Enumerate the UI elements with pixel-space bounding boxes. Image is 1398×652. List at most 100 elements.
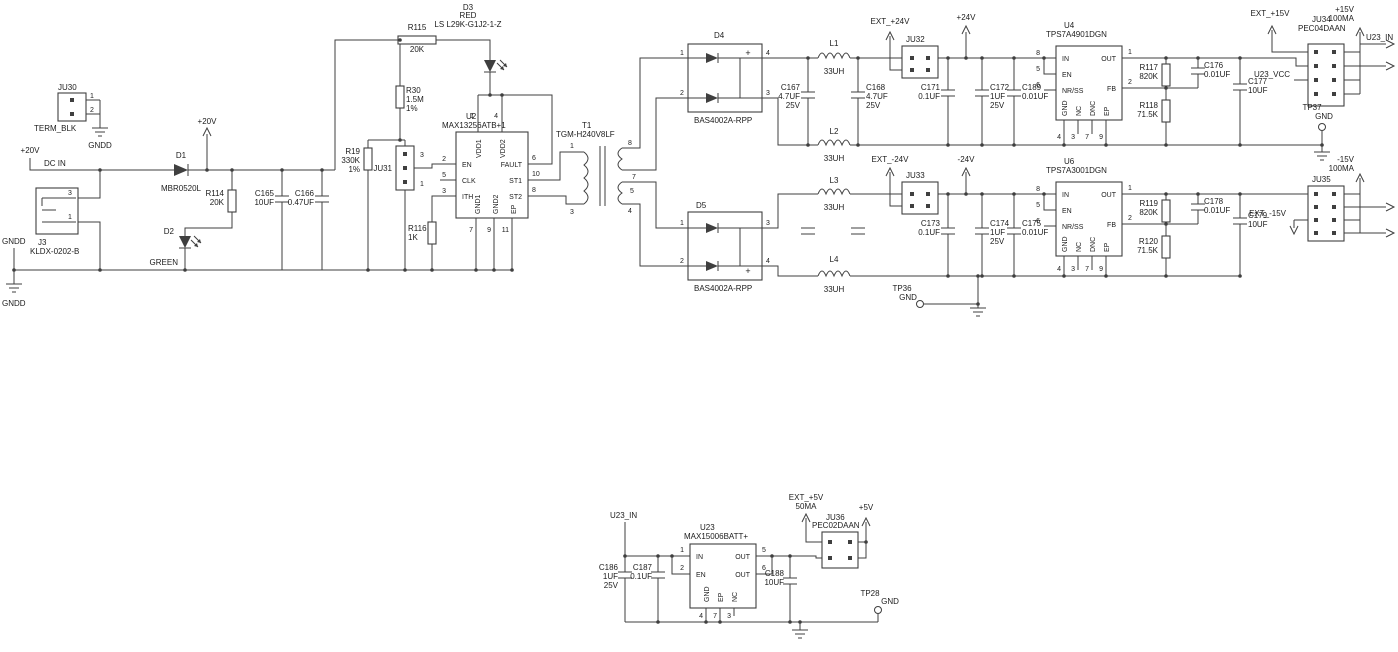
pin-label: NC xyxy=(1076,106,1083,116)
junction-dot xyxy=(510,268,514,272)
ref-c165: C165 xyxy=(255,189,275,198)
ref-c175: C175 xyxy=(1022,219,1042,228)
junction-dot xyxy=(864,540,868,544)
val-c178: 0.01UF xyxy=(1204,206,1230,215)
ground-tp37 xyxy=(1314,151,1330,161)
ref-r115: R115 xyxy=(408,23,427,32)
net-gnd: GND xyxy=(1315,112,1333,121)
pin-number: 7 xyxy=(713,613,717,620)
junction-dot xyxy=(946,192,950,196)
ref-ju36: JU36 xyxy=(826,513,845,522)
junction-dot xyxy=(1042,56,1046,60)
d5-dual-diode-box xyxy=(687,211,763,281)
junction-dot xyxy=(398,38,402,42)
junction-dot xyxy=(656,620,660,624)
testpoint-tp37 xyxy=(1318,123,1326,131)
ref-tp37: TP37 xyxy=(1302,103,1322,112)
diode-d1 xyxy=(174,164,189,176)
junction-dot xyxy=(1062,274,1066,278)
junction-dot xyxy=(403,268,407,272)
pin-number: 9 xyxy=(487,227,491,234)
led-d2 xyxy=(179,235,202,249)
ref-d3: D3 xyxy=(463,3,474,12)
header-pins xyxy=(70,50,1336,560)
test-points xyxy=(874,123,1326,614)
ju32-header-box xyxy=(901,45,939,79)
inductor-l4 xyxy=(817,270,851,278)
volt-c186: 25V xyxy=(604,581,619,590)
pin-label: FB xyxy=(1107,86,1116,93)
net-ext-plus5v: EXT_+5V xyxy=(789,493,824,502)
val-d3: LS L29K-G1J2-1-Z xyxy=(434,20,501,29)
pin-label: FB xyxy=(1107,222,1116,229)
net-ext-plus24v: EXT_+24V xyxy=(871,17,911,26)
volt-c172: 25V xyxy=(990,101,1005,110)
val-u23: MAX15006BATT+ xyxy=(684,532,748,541)
junction-dot xyxy=(1196,56,1200,60)
junction-dot xyxy=(788,620,792,624)
ref-d5: D5 xyxy=(696,201,707,210)
net-gndd: GNDD xyxy=(2,299,26,308)
pin-label: FAULT xyxy=(501,162,523,169)
ref-d1: D1 xyxy=(176,151,187,160)
arrow-minus24v xyxy=(961,166,971,177)
polarity-plus: + xyxy=(745,48,750,58)
ref-c172: C172 xyxy=(990,83,1010,92)
pin-label: GND xyxy=(704,586,711,602)
val-c166: 0.47UF xyxy=(288,198,314,207)
pin-number: 5 xyxy=(1036,202,1040,209)
ref-u6: U6 xyxy=(1064,157,1075,166)
resistor-r19 xyxy=(363,147,373,171)
power-arrows xyxy=(202,24,1396,527)
junction-dot xyxy=(12,268,16,272)
net-gndd: GNDD xyxy=(88,141,112,150)
junction-dot xyxy=(656,554,660,558)
wires-left xyxy=(13,39,584,284)
ref-r30: R30 xyxy=(406,86,421,95)
junction-dot xyxy=(1164,274,1168,278)
arrow-ext-minus15v xyxy=(1289,225,1299,236)
junction-dot xyxy=(806,56,810,60)
ref-l1: L1 xyxy=(830,39,839,48)
arrow-offpage-u23in xyxy=(1385,39,1396,49)
val-u6: TPS7A3001DGN xyxy=(1046,166,1107,175)
ref-u23: U23 xyxy=(700,523,715,532)
d4-dual-diode-box xyxy=(687,43,763,113)
junction-dot xyxy=(718,620,722,624)
ref-c171: C171 xyxy=(921,83,941,92)
ref-c168: C168 xyxy=(866,83,886,92)
val-c189: 0.01UF xyxy=(1022,92,1048,101)
pin-number: 3 xyxy=(442,188,446,195)
junction-dot xyxy=(230,168,234,172)
val-c172: 1UF xyxy=(990,92,1005,101)
ref-l4: L4 xyxy=(830,255,839,264)
pin-label: NC xyxy=(1076,242,1083,252)
junction-dot xyxy=(1104,143,1108,147)
ref-c178: C178 xyxy=(1204,197,1224,206)
junction-dot xyxy=(980,274,984,278)
val-c176: 0.01UF xyxy=(1204,70,1230,79)
net-plus5v: +5V xyxy=(859,503,874,512)
arrow-ext-plus15v xyxy=(1267,24,1277,35)
pin-number: 5 xyxy=(1036,66,1040,73)
ju33-header-box xyxy=(901,181,939,215)
pin-number: 4 xyxy=(1057,134,1061,141)
pin-number: 3 xyxy=(766,220,770,227)
arrow-offpage-top xyxy=(1385,61,1396,71)
u23-ic-box xyxy=(689,543,757,609)
arrow-ext-plus24v xyxy=(885,30,895,41)
wires-positive-rail xyxy=(762,30,1386,152)
junction-dot xyxy=(946,143,950,147)
junction-dot xyxy=(1164,143,1168,147)
pin-number: 4 xyxy=(628,208,632,215)
net-dc-in: DC IN xyxy=(44,159,66,168)
ref-t1: T1 xyxy=(582,121,592,130)
ref-ju35: JU35 xyxy=(1312,175,1331,184)
pin-number: 4 xyxy=(766,258,770,265)
ref-ju31: JU31 xyxy=(373,164,392,173)
arrow-ext-minus24v xyxy=(885,166,895,177)
pin-label: VDD1 xyxy=(476,139,483,158)
ref-c173: C173 xyxy=(921,219,941,228)
pin-number: 2 xyxy=(680,90,684,97)
